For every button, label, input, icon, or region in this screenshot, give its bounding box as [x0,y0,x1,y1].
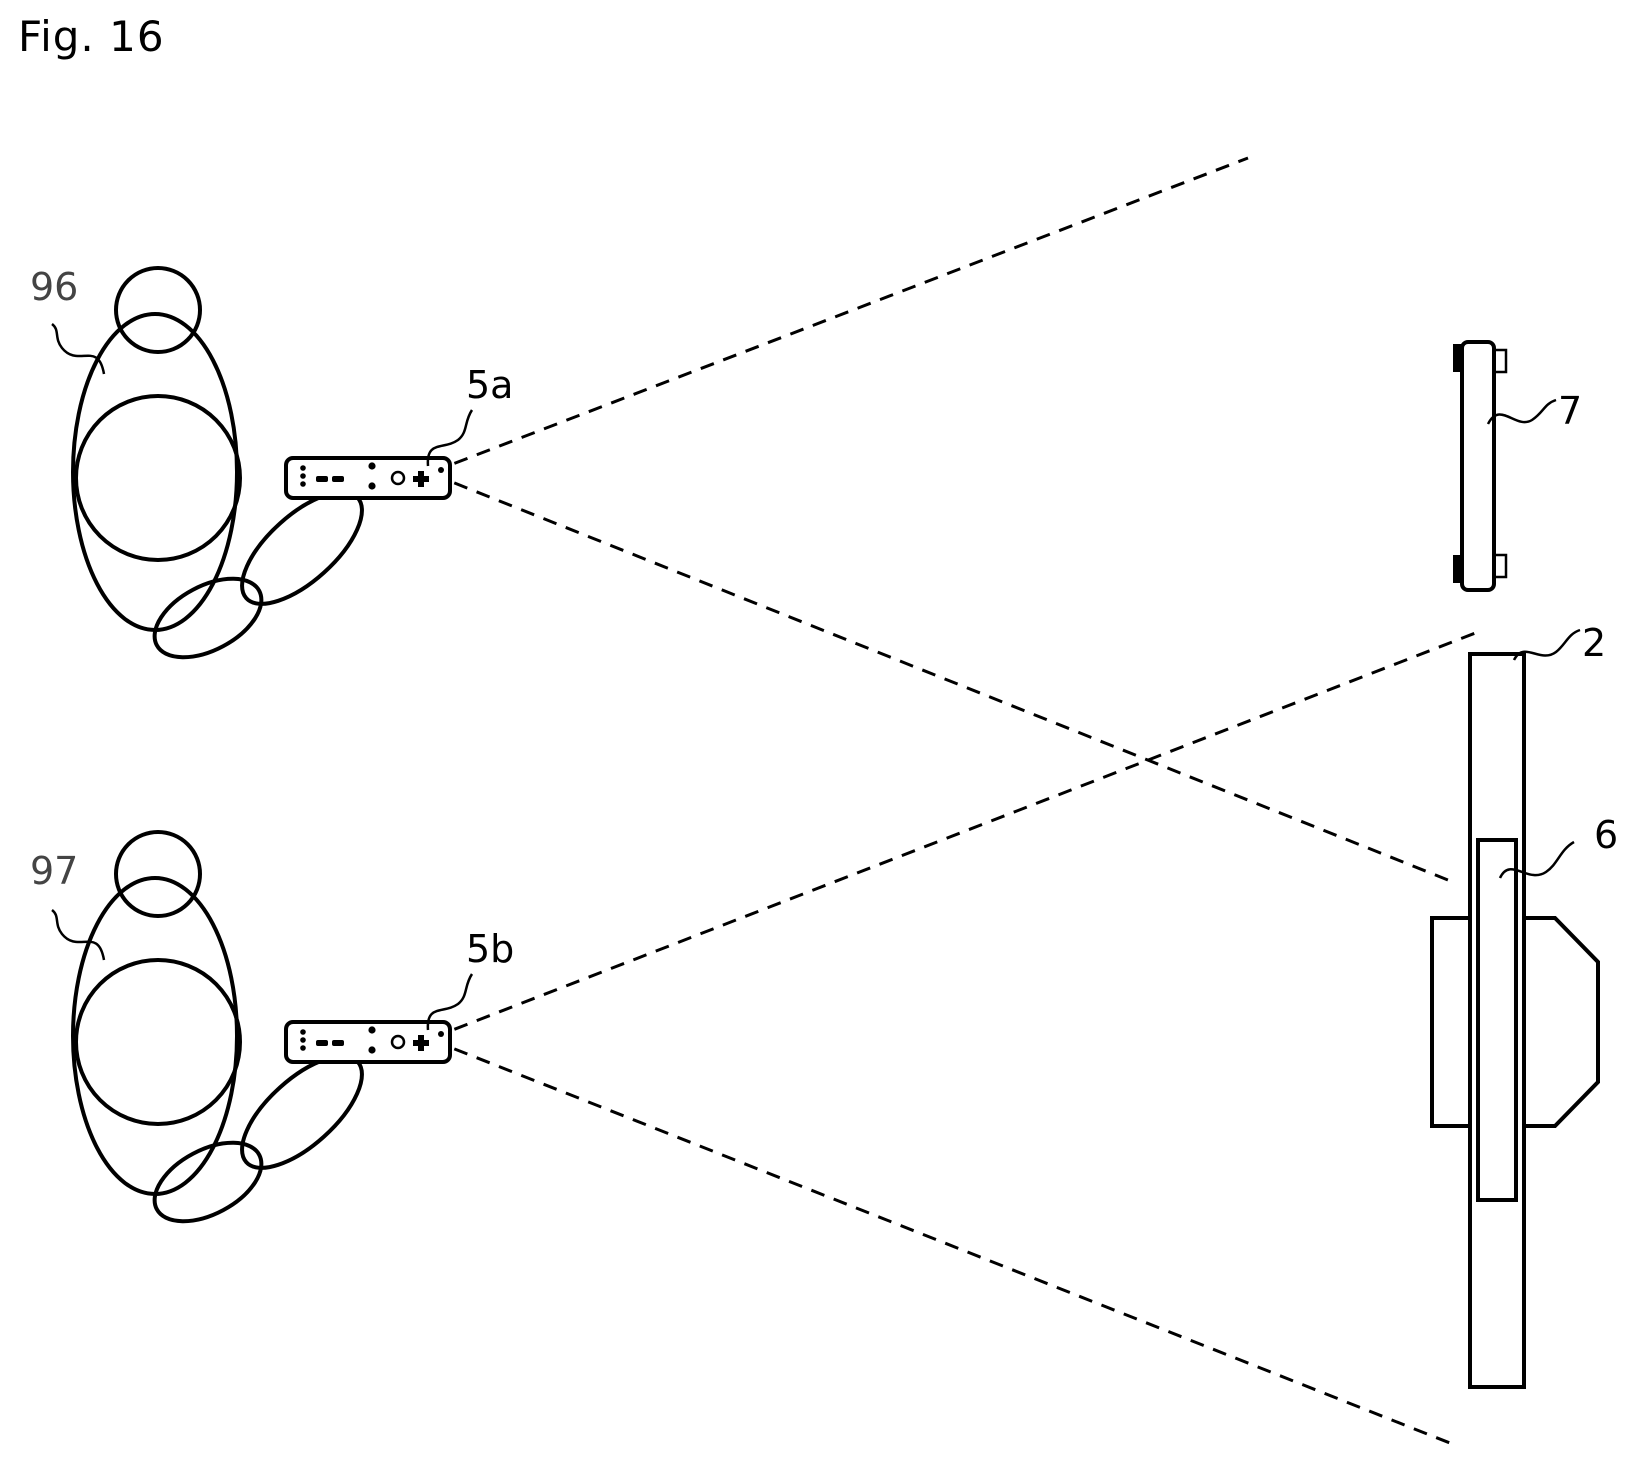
leader-5a [426,409,474,467]
player-97-body [74,958,242,1126]
leader-7 [1486,398,1557,425]
controller-5b-body [284,1020,452,1064]
sight-line-5a-upper [431,156,1249,474]
label-96: 96 [30,265,78,309]
controller-5a-buttons [300,462,376,490]
player-96-body [74,394,242,562]
leader-6 [1498,840,1575,879]
sight-line-5a-lower [431,472,1449,882]
label-5b: 5b [466,927,514,971]
player-96-head [114,266,202,354]
label-2: 2 [1582,621,1606,665]
controller-5a-power-button [438,467,444,473]
device-7 [1453,340,1508,592]
controller-5b-buttons [300,1026,376,1054]
controller-5b-power-button [438,1031,444,1037]
controller-5b [284,1020,452,1064]
label-6: 6 [1594,813,1618,857]
sight-lines [431,156,1479,1447]
player-97-figure [71,830,364,1224]
controller-5a-a-button [390,470,406,486]
display-stand-right [1516,916,1600,1128]
device-7-bar [1460,340,1496,592]
player-97-forearm [152,1140,264,1224]
label-97: 97 [30,849,78,893]
controller-5b-a-button [390,1034,406,1050]
sight-line-5b-upper [431,630,1479,1040]
display-6-screen [1476,838,1518,1202]
controller-5b-dpad-icon [413,1035,429,1051]
leader-lines [51,323,1581,1031]
device-7-tab-bottom [1492,553,1508,579]
leader-96 [51,323,106,375]
controller-5a [284,456,452,500]
leader-5b [426,973,474,1031]
player-96-forearm [152,576,264,660]
label-7: 7 [1558,389,1582,433]
device-7-foot-bottom [1453,555,1463,583]
sight-line-5b-lower [431,1038,1456,1447]
figure-title: Fig. 16 [18,12,165,61]
controller-5a-body [284,456,452,500]
label-5a: 5a [466,363,513,407]
leader-2 [1512,628,1581,661]
display-assembly [1430,652,1600,1389]
device-7-foot-top [1453,344,1463,372]
leader-97 [51,909,106,961]
player-97-head [114,830,202,918]
device-7-tab-top [1492,348,1508,374]
controller-5a-dpad-icon [413,471,429,487]
